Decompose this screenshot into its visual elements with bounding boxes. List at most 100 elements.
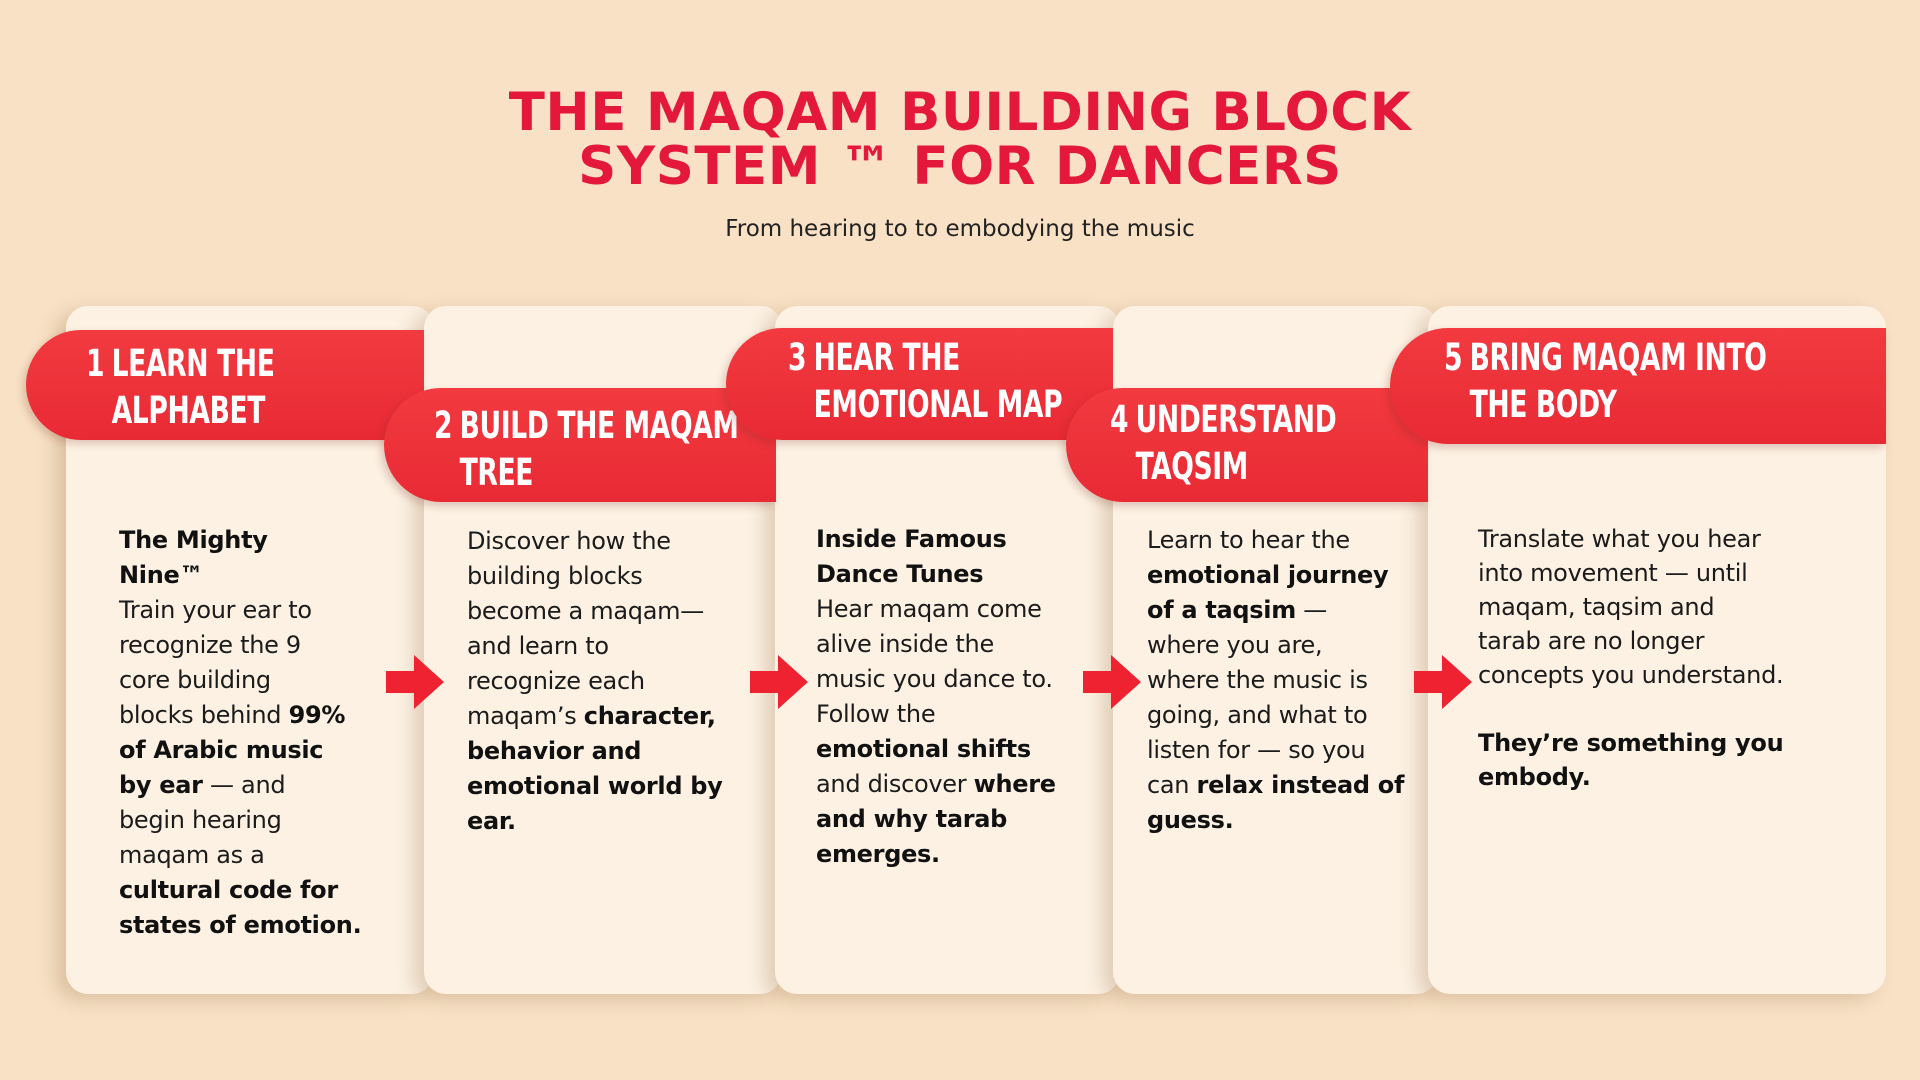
step-body-1-bold: Nine™ [119, 561, 204, 589]
step-body-1-line: cultural code for [119, 873, 419, 908]
step-body-5-line: tarab are no longer [1478, 627, 1705, 655]
step-title-4-line-2: TAQSIM [1135, 445, 1249, 488]
step-title-3-line-1: HEAR THE [813, 336, 961, 379]
step-body-3-line: Follow the [816, 700, 936, 728]
step-body-1-line: recognize the 9 [119, 631, 301, 659]
arrow-right-icon [1414, 655, 1472, 709]
step-body-4-line: guess. [1147, 803, 1437, 838]
page-title: THE MAQAM BUILDING BLOCK SYSTEM ™ FOR DA… [0, 86, 1920, 194]
step-title-2-line-1: BUILD THE MAQAM [459, 404, 739, 447]
step-body-2-line: building blocks [467, 562, 643, 590]
step-body-1-line: blocks behind 99% [119, 698, 419, 733]
step-body-4-line: listen for — so you [1147, 736, 1366, 764]
step-body-2-line: maqam’s character, [467, 699, 767, 734]
step-body-5-line: Translate what you hear [1478, 525, 1761, 553]
step-body-1-bold: of Arabic music [119, 736, 324, 764]
step-body-3-bold: where [973, 770, 1056, 798]
step-body-4-line: going, and what to [1147, 701, 1368, 729]
step-body-4: Learn to hear the emotional journey of a… [1147, 523, 1437, 838]
step-number-3: 3 [788, 336, 807, 379]
step-body-3-line: Inside Famous [816, 522, 1116, 557]
step-body-3-bold: Dance Tunes [816, 560, 984, 588]
step-body-1-line: states of emotion. [119, 908, 419, 943]
step-body-4-text: — [1295, 596, 1327, 624]
step-body-4-bold: relax instead of [1196, 771, 1405, 799]
step-title-5-line-1: BRING MAQAM INTO [1469, 336, 1767, 379]
title-line-2: SYSTEM ™ FOR DANCERS [578, 136, 1342, 197]
step-body-4-line: can relax instead of [1147, 768, 1437, 803]
step-body-2-bold: emotional world by [467, 772, 723, 800]
step-body-4-line: where you are, [1147, 631, 1323, 659]
step-body-3-bold: emerges. [816, 840, 940, 868]
step-body-2-text: maqam’s [467, 702, 584, 730]
step-body-5-bold: They’re something you [1478, 729, 1784, 757]
subtitle: From hearing to to embodying the music [725, 216, 1195, 242]
step-body-3-line: Dance Tunes [816, 557, 1116, 592]
step-title-5-line-2: THE BODY [1469, 383, 1617, 426]
step-body-2-line: ear. [467, 804, 767, 839]
step-body-2-line: emotional world by [467, 769, 767, 804]
step-body-1-line: Nine™ [119, 558, 419, 593]
step-body-1-bold: cultural code for [119, 876, 338, 904]
title-line-1: THE MAQAM BUILDING BLOCK [508, 82, 1412, 143]
step-body-3-bold: and why tarab [816, 805, 1008, 833]
step-body-2-bold: behavior and [467, 737, 642, 765]
step-body-4-bold: of a taqsim [1147, 596, 1296, 624]
step-body-1-line: begin hearing [119, 806, 282, 834]
step-body-4-line: of a taqsim — [1147, 593, 1437, 628]
step-title-4-line-1: UNDERSTAND [1135, 398, 1337, 441]
step-body-2-line: Discover how the [467, 527, 671, 555]
step-body-5-bold: embody. [1478, 763, 1591, 791]
step-body-3-line: music you dance to. [816, 665, 1053, 693]
step-body-1: The Mighty Nine™ Train your ear to recog… [119, 523, 419, 943]
step-body-2-line: recognize each [467, 667, 645, 695]
step-body-1-line: by ear — and [119, 768, 419, 803]
step-body-4-line: Learn to hear the [1147, 526, 1350, 554]
step-body-4-bold: guess. [1147, 806, 1234, 834]
step-body-2: Discover how the building blocks become … [467, 524, 767, 839]
step-body-3: Inside Famous Dance Tunes Hear maqam com… [816, 522, 1116, 872]
step-body-1-line: The Mighty [119, 523, 419, 558]
arrow-right-icon [1083, 655, 1141, 709]
step-title-1-line-2: ALPHABET [111, 389, 266, 432]
step-number-2: 2 [434, 404, 453, 447]
step-body-5-spacer [1478, 692, 1858, 726]
step-body-5-line: maqam, taqsim and [1478, 593, 1715, 621]
step-body-3-text: and discover [816, 770, 974, 798]
step-body-2-bold: ear. [467, 807, 516, 835]
step-body-4-line: emotional journey [1147, 558, 1437, 593]
step-body-3-bold: emotional shifts [816, 735, 1031, 763]
step-body-1-line: maqam as a [119, 841, 265, 869]
step-body-1-bold: by ear [119, 771, 203, 799]
step-body-1-line: of Arabic music [119, 733, 419, 768]
step-title-2-line-2: TREE [459, 451, 534, 494]
step-body-5-line: into movement — until [1478, 559, 1748, 587]
step-body-1-text: — and [202, 771, 286, 799]
step-body-4-line: where the music is [1147, 666, 1368, 694]
step-body-4-text: can [1147, 771, 1197, 799]
step-body-1-text: blocks behind [119, 701, 289, 729]
step-body-5: Translate what you hear into movement — … [1478, 522, 1858, 794]
step-body-4-bold: emotional journey [1147, 561, 1389, 589]
step-body-3-line: emotional shifts [816, 732, 1116, 767]
step-body-2-line: behavior and [467, 734, 767, 769]
step-number-4: 4 [1110, 398, 1129, 441]
step-body-3-line: alive inside the [816, 630, 994, 658]
step-body-2-bold: character, [583, 702, 716, 730]
step-body-1-bold: states of emotion. [119, 911, 362, 939]
step-body-3-line: and discover where [816, 767, 1116, 802]
step-number-1: 1 [86, 342, 105, 385]
step-body-2-line: and learn to [467, 632, 609, 660]
arrow-right-icon [750, 655, 808, 709]
step-number-5: 5 [1444, 336, 1463, 379]
step-body-3-bold: Inside Famous [816, 525, 1007, 553]
step-title-3-line-2: EMOTIONAL MAP [813, 383, 1063, 426]
